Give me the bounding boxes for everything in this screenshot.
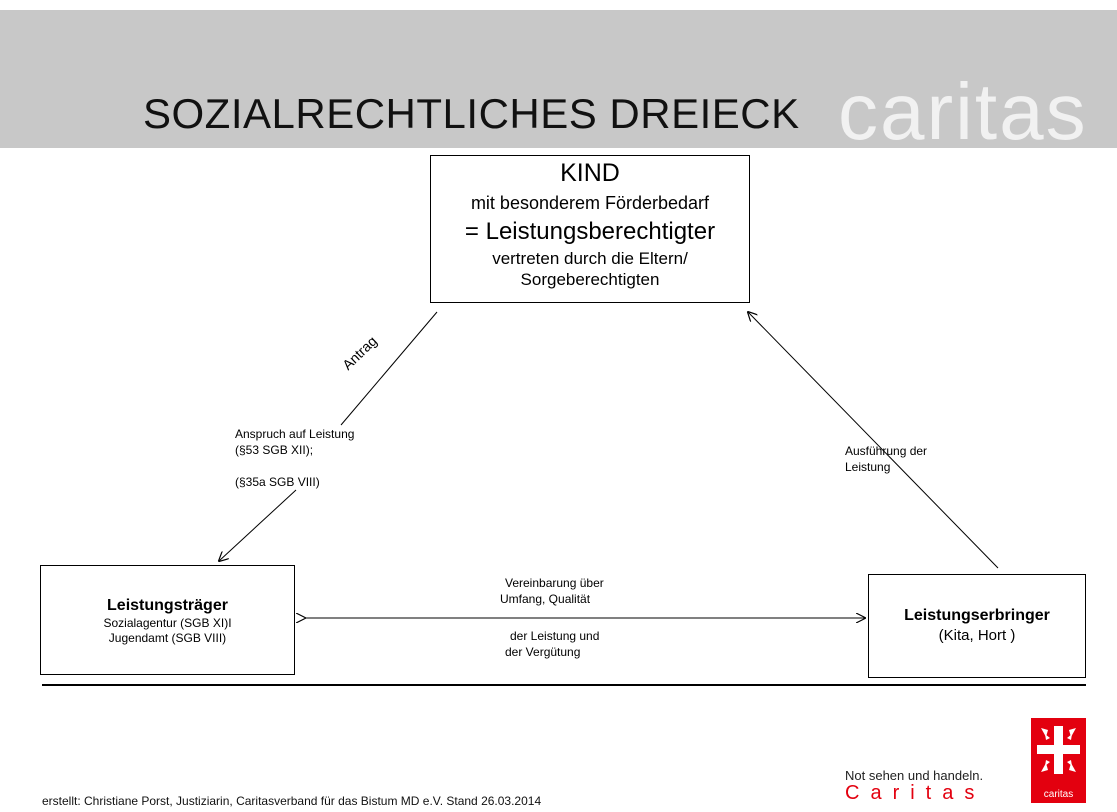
header-band [0,10,1117,148]
vereinbarung-label-line1: Vereinbarung über [505,576,604,590]
antrag-line [340,311,438,426]
footer-credit: erstellt: Christiane Porst, Justiziarin,… [42,794,542,808]
ausfuehrung-label-line1: Ausführung der [845,444,928,458]
traeger-line2: Jugendamt (SGB VIII) [108,631,227,645]
anspruch-label-line1: Anspruch auf Leistung [235,427,355,441]
ausfuehrung-arrow [748,312,999,569]
divider-line [42,684,1086,686]
page-title: SOZIALRECHTLICHES DREIECK [143,90,800,137]
anspruch-arrow [219,489,297,561]
kind-title: KIND [560,159,620,187]
anspruch-label-line2: (§53 SGB XII); [235,443,314,457]
caritas-logo: caritas [1031,718,1086,803]
erbringer-title: Leistungserbringer [904,607,1050,624]
kind-line4: Sorgeberechtigten [520,270,660,289]
flame-cross-icon [1037,726,1080,774]
kind-line3: vertreten durch die Eltern/ [492,249,688,268]
brand-watermark: caritas [838,67,1088,156]
kind-line1: mit besonderem Förderbedarf [470,193,710,213]
vereinbarung-label-line4: der Vergütung [505,645,581,659]
erbringer-line1: (Kita, Hort ) [938,627,1016,644]
caritas-slogan: Not sehen und handeln. [845,768,984,783]
leistungstraeger-box: Leistungsträger Sozialagentur (SGB XI)I … [40,565,295,675]
ausfuehrung-label-line2: Leistung [845,460,891,474]
kind-line2: = Leistungsberechtigter [464,218,716,245]
vereinbarung-label-line3: der Leistung und [510,629,600,643]
logo-text: caritas [1043,789,1074,800]
leistungserbringer-box: Leistungserbringer (Kita, Hort ) [868,574,1086,678]
caritas-wordmark: Caritas [845,782,986,804]
vereinbarung-label-line2: Umfang, Qualität [500,592,591,606]
traeger-line1: Sozialagentur (SGB XI)I [103,616,232,630]
traeger-title: Leistungsträger [107,597,228,614]
kind-box: KIND mit besonderem Förderbedarf = Leist… [430,155,750,303]
anspruch-label-line3: (§35a SGB VIII) [235,475,320,489]
